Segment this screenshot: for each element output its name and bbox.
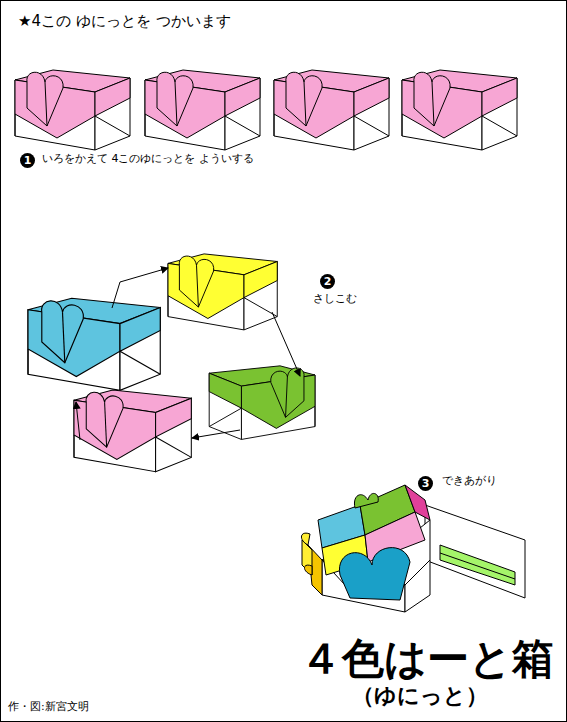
step-text: できあがり bbox=[442, 474, 497, 487]
callout-number: 3 bbox=[418, 476, 433, 491]
subtitle: （ゆにっと） bbox=[352, 683, 488, 709]
credit-text: 作・図:新宮文明 bbox=[8, 700, 89, 713]
callout-number: 1 bbox=[20, 153, 35, 168]
callout-number: 2 bbox=[320, 274, 335, 289]
note-text: ★4この ゆにっとを つかいます bbox=[18, 12, 231, 30]
title: ４色はーと箱 bbox=[300, 634, 554, 684]
step-text: いろをかえて 4このゆにっとを よういする bbox=[42, 152, 254, 165]
step-text: さしこむ bbox=[313, 292, 357, 305]
